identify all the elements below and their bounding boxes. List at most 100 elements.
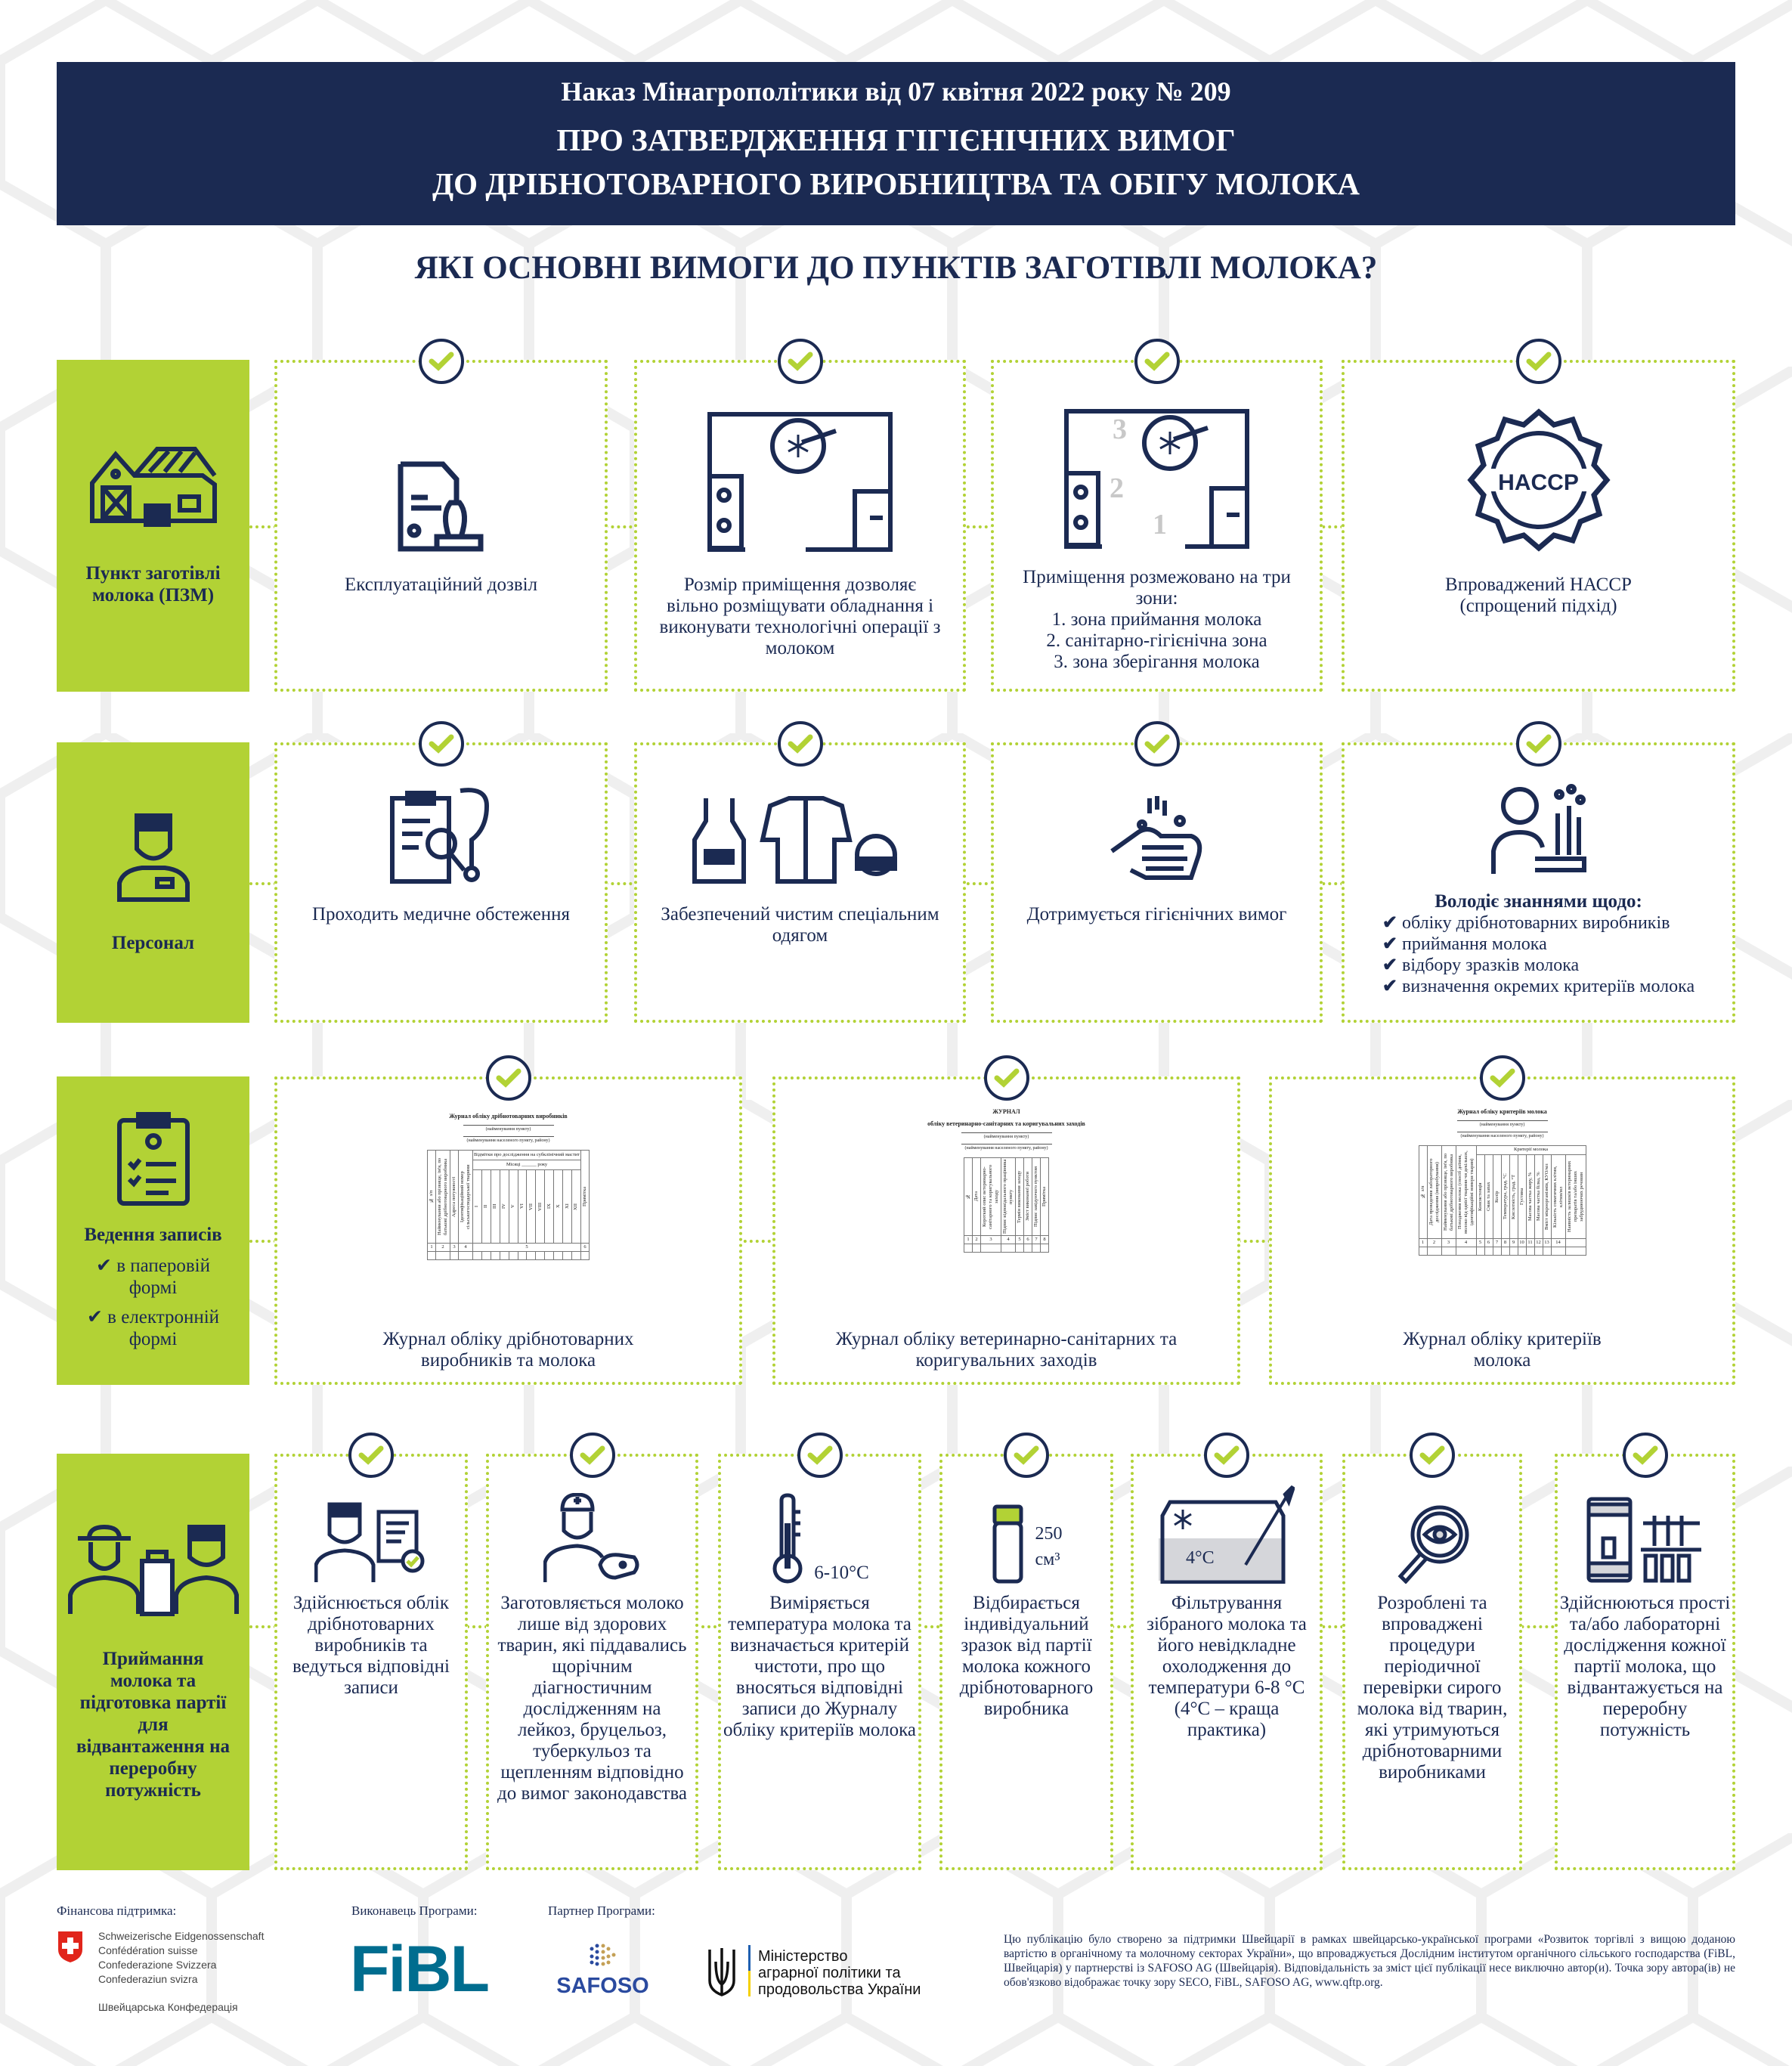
card-text: Журнал обліку критеріїв молока (1403, 1329, 1602, 1371)
column-header: Адреса потужності (450, 1150, 459, 1244)
card-room-size: Розмір приміщення дозволяє вільно розміщ… (634, 339, 966, 692)
column-number: 4 (458, 1243, 473, 1252)
column-header-text: Короткий опис ветеринарно-санітарного та… (982, 1164, 999, 1229)
tank-temperature: 4°С (1186, 1548, 1215, 1568)
list-item-text: визначення окремих критеріїв молока (1402, 977, 1695, 996)
column-header: Походження молока (спосіб доїння, молоко… (1455, 1145, 1477, 1239)
column-number: 1 (964, 1235, 973, 1244)
empty-cell (1542, 1247, 1552, 1256)
empty-cell (972, 1244, 981, 1253)
tick-icon: ✔ (1382, 977, 1397, 996)
column-header: VIII (535, 1169, 546, 1244)
column-header: Наявність залишків ветеринарних препарат… (1565, 1154, 1586, 1240)
card-clean-clothing: Забезпечений чистим спеціальним одягом (634, 721, 966, 1023)
haccp-badge-text: HACCP (1498, 470, 1579, 495)
column-number: 2 (972, 1235, 981, 1244)
list-item-text: відбору зразків молока (1402, 956, 1580, 975)
list-item: ✔ в паперовій формі (74, 1255, 233, 1299)
checkmark-icon (777, 721, 823, 767)
medical-clipboard-icon (388, 779, 494, 885)
column-header: Кількість соматичних клітин, клітин/мл (1550, 1154, 1566, 1240)
column-header-text: VI (518, 1203, 525, 1210)
column-header: X (553, 1169, 564, 1244)
swiss-name-ua: Швейцарська Конфедерація (98, 2001, 238, 2013)
zone-item: 3. зона зберігання молока (1054, 652, 1260, 672)
empty-cell (980, 1244, 1001, 1253)
column-header-text: XII (573, 1203, 579, 1210)
section-question: ЯКІ ОСНОВНІ ВИМОГИ ДО ПУНКТІВ ЗАГОТІВЛІ … (414, 250, 1378, 286)
column-header: Температура, град. °С (1500, 1154, 1510, 1240)
sidebar-record-keeping: Ведення записів ✔ в паперовій формі ✔ в … (57, 1076, 249, 1385)
worker-document-icon (314, 1485, 428, 1584)
column-header-text: Зміст виконаної роботи (1025, 1172, 1030, 1222)
safoso-name: SAFOSO (556, 1974, 649, 1998)
column-header: Кислотність, град. °Т (1509, 1154, 1518, 1240)
empty-cell (1534, 1247, 1543, 1256)
column-number: 1 (1418, 1238, 1428, 1247)
card-text: Дотримується гігієнічних вимог (1026, 904, 1287, 925)
sidebar-personnel: Персонал (57, 742, 249, 1023)
checkmark-icon (1515, 721, 1561, 767)
card-text: Заготовляється молоко лише від здорових … (497, 1593, 688, 1804)
tick-icon: ✔ (1382, 934, 1397, 954)
executor-label: Виконавець Програми: (351, 1903, 478, 1918)
funding-label: Фінансова підтримка: (57, 1903, 177, 1918)
empty-cell (458, 1251, 473, 1260)
column-header: Масова частка жиру, % (1525, 1154, 1535, 1240)
empty-cell (508, 1251, 518, 1260)
column-header-text: Адреса потужності (451, 1176, 457, 1217)
list-item: ✔відбору зразків молока (1382, 955, 1695, 976)
column-header-text: Дата (973, 1191, 979, 1202)
column-header: Найменування або прізвище, ім'я, по бать… (435, 1150, 450, 1244)
empty-cell (1509, 1247, 1518, 1256)
empty-cell (517, 1251, 528, 1260)
empty-cell (1032, 1244, 1041, 1253)
partner-label: Партнер Програми: (548, 1903, 655, 1918)
card-medical-exam: Проходить медичне обстеження (274, 721, 608, 1023)
sidebar-milk-collection-point: Пункт заготівлі молока (ПЗМ) (57, 360, 249, 692)
empty-cell (1550, 1247, 1566, 1256)
tick-icon: ✔ (95, 1256, 117, 1276)
column-header: I (472, 1169, 482, 1244)
zone-label: 2 (1110, 472, 1124, 504)
card-lab-tests: Здійснюються прості та/або лабораторні д… (1555, 1433, 1735, 1870)
sample-unit: см³ (1035, 1550, 1060, 1569)
haccp-badge-icon: HACCP (1466, 401, 1611, 552)
column-header: Підпис завідуючого пунктом (1032, 1157, 1041, 1236)
journal-caption: (найменування пункту) (1456, 1120, 1548, 1128)
column-number: 3 (450, 1243, 459, 1252)
column-header-text: X (555, 1204, 561, 1209)
card-healthy-animals: Заготовляється молоко лише від здорових … (486, 1433, 698, 1870)
temperature-range: 6-10°С (814, 1563, 869, 1583)
column-header-text: V (510, 1204, 516, 1209)
fibl-logo: FiBL (350, 1933, 490, 2006)
veterinarian-cow-icon (543, 1485, 642, 1584)
trident-icon (708, 1948, 735, 1996)
column-header-text: XI (564, 1203, 570, 1210)
column-number: 3 (980, 1235, 1001, 1244)
journal-caption: (найменування населеного пункту, району) (463, 1136, 554, 1144)
journal-caption: (найменування пункту) (463, 1125, 554, 1132)
column-header: Підпис відповідального працівника пункту (1001, 1157, 1016, 1236)
swiss-shield-icon (58, 1931, 82, 1962)
card-operating-permit: Експлуатаційний дозвіл (274, 339, 608, 692)
column-header-text: Наявність залишків ветеринарних препарат… (1566, 1160, 1584, 1233)
checkmark-icon (1134, 339, 1180, 384)
column-number: 2 (1426, 1238, 1442, 1247)
empty-cell (1441, 1247, 1456, 1256)
card-text: Здійснюється облік дрібнотоварних виробн… (292, 1593, 450, 1698)
empty-cell (526, 1251, 537, 1260)
swiss-name-fr: Confédération suisse (98, 1944, 198, 1956)
column-header-text: Температура, град. °С (1502, 1173, 1508, 1220)
column-header: XI (562, 1169, 572, 1244)
card-text: Фільтрування зібраного молока та його не… (1147, 1593, 1307, 1740)
column-number: 8 (1500, 1238, 1510, 1247)
column-header-text: I (474, 1206, 480, 1208)
list-item: ✔ в електронній формі (74, 1306, 233, 1350)
column-number (1565, 1238, 1586, 1247)
column-subgroup-header: Місяці ______ року (472, 1160, 581, 1171)
sidebar-label: Приймання молока та підготовка партії дл… (76, 1648, 230, 1801)
list-item-text: в електронній формі (107, 1307, 220, 1349)
tick-icon: ✔ (86, 1307, 108, 1327)
order-title: Наказ Мінагрополітики від 07 квітня 2022… (561, 76, 1231, 107)
